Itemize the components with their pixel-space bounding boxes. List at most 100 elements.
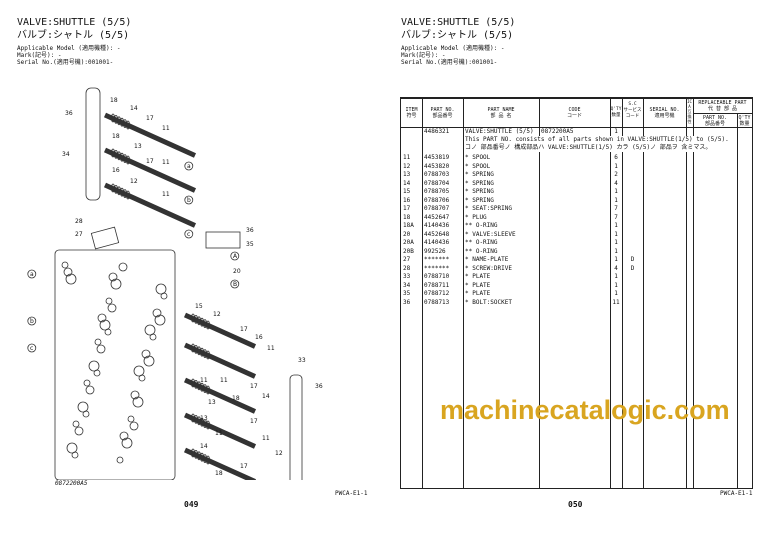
callout-circle — [184, 161, 194, 171]
callout-label: 17 — [146, 158, 154, 165]
header-serial: SERIAL NO.適用号機 — [649, 107, 680, 119]
row-part-name: * SPOOL — [465, 162, 491, 170]
row-qty: 1 — [614, 162, 618, 170]
row-item: 36 — [403, 298, 411, 306]
row-sc: D — [630, 256, 635, 263]
row-item: 34 — [403, 281, 411, 289]
left-model: Applicable Model (適用機種): - — [17, 45, 121, 52]
row-part-no: 0788713 — [424, 298, 450, 306]
callout-label: 15 — [195, 303, 203, 310]
row-part-name: * NAME-PLATE — [465, 256, 509, 263]
spool — [183, 312, 257, 349]
valve-body — [54, 249, 176, 480]
callout-label: b — [30, 318, 34, 325]
row-part-name: * BOLT:SOCKET — [465, 298, 512, 306]
callout-label: 11 — [200, 377, 208, 384]
callout-label: 36 — [65, 110, 73, 117]
callout-label: B — [233, 281, 237, 288]
row-qty: 1 — [614, 247, 618, 255]
left-mark: Mark(記号): - — [17, 52, 62, 59]
row-qty: 1 — [614, 230, 618, 238]
spool — [183, 377, 257, 414]
row-part-name: ** O-RING — [465, 247, 498, 255]
callout-label: 12 — [213, 311, 221, 318]
left-title-jp: バルブ:シャトル (5/5) — [17, 30, 130, 41]
row-part-name: * SCREW:DRIVE — [465, 264, 512, 272]
assembly-qty: 1 — [614, 128, 618, 135]
row-part-name: * SPRING — [465, 196, 494, 204]
left-doc-code: PWCA-E1-1 — [335, 490, 368, 497]
row-qty: 11 — [612, 298, 620, 306]
callout-label: c — [187, 231, 190, 238]
header-repl-part: PART NO.部品番号 — [702, 115, 728, 127]
row-item: 12 — [403, 162, 411, 170]
left-title: VALVE:SHUTTLE (5/5) — [17, 17, 132, 28]
row-part-name: * SEAT:SPRING — [465, 205, 512, 212]
name-plate — [90, 226, 120, 250]
spool — [103, 112, 197, 158]
row-item: 13 — [403, 171, 411, 178]
callout-label: 18 — [112, 133, 120, 140]
row-part-no: 0788703 — [424, 171, 450, 178]
row-sc: D — [630, 264, 635, 272]
figure-code: 0872200A5 — [55, 480, 88, 487]
spool — [183, 447, 257, 480]
callout-label: 28 — [75, 218, 83, 225]
callout-circle — [27, 316, 37, 326]
callout-label: 11 — [162, 159, 170, 166]
row-item: 14 — [403, 179, 411, 187]
row-qty: 1 — [614, 222, 618, 229]
callout-label: 11 — [262, 435, 270, 442]
row-part-no: 0788707 — [424, 205, 450, 212]
callout-circle — [230, 251, 240, 261]
row-item: 15 — [403, 188, 411, 195]
header-part: PART NO.部品番号 — [430, 107, 455, 119]
right-model: Applicable Model (適用機種): - — [401, 45, 505, 52]
callout-circle — [27, 269, 37, 279]
spool — [103, 147, 197, 193]
callout-label: 17 — [240, 463, 248, 470]
row-part-name: * SPOOL — [465, 154, 491, 161]
callout-label: 14 — [200, 443, 208, 450]
row-part-no: 0788711 — [424, 281, 450, 289]
row-part-no: 4452648 — [424, 230, 450, 238]
callout-label: 20 — [233, 268, 241, 275]
right-mark: Mark(記号): - — [401, 52, 446, 59]
row-qty: 4 — [614, 179, 618, 187]
callout-label: 11 — [220, 377, 228, 384]
row-item: 18 — [403, 213, 411, 221]
callout-label: a — [187, 163, 191, 170]
row-part-name: * SPRING — [465, 179, 494, 187]
plate-33 — [289, 374, 303, 480]
callout-label: 14 — [262, 393, 270, 400]
callout-label: 11 — [215, 430, 223, 437]
row-qty: 1 — [614, 273, 618, 280]
assembly-name: VALVE:SHUTTLE (5/5) — [465, 128, 534, 135]
callout-label: 13 — [134, 143, 142, 150]
right-serial: Serial No.(適用号機):001001- — [401, 59, 498, 66]
row-qty: 7 — [614, 205, 618, 212]
callout-label: 13 — [208, 399, 216, 406]
row-qty: 1 — [614, 239, 618, 246]
callout-label: 17 — [250, 418, 258, 425]
row-part-name: * PLUG — [465, 213, 487, 221]
row-item: 28 — [403, 264, 411, 272]
row-qty: 1 — [614, 196, 618, 204]
row-part-no: 0788710 — [424, 273, 450, 280]
row-qty: 2 — [614, 171, 618, 178]
callout-label: 11 — [267, 345, 275, 352]
callout-label: 16 — [255, 334, 263, 341]
row-item: 17 — [403, 205, 411, 212]
callout-label: 16 — [112, 167, 120, 174]
callout-label: 18 — [215, 470, 223, 477]
callout-label: 12 — [130, 178, 138, 185]
callout-circle — [184, 195, 194, 205]
row-qty: 1 — [614, 256, 618, 263]
row-part-no: 4453820 — [424, 162, 450, 170]
assembly-code: 0872200A5 — [541, 128, 574, 135]
plate-35 — [205, 231, 241, 249]
row-part-name: * PLATE — [465, 281, 491, 289]
